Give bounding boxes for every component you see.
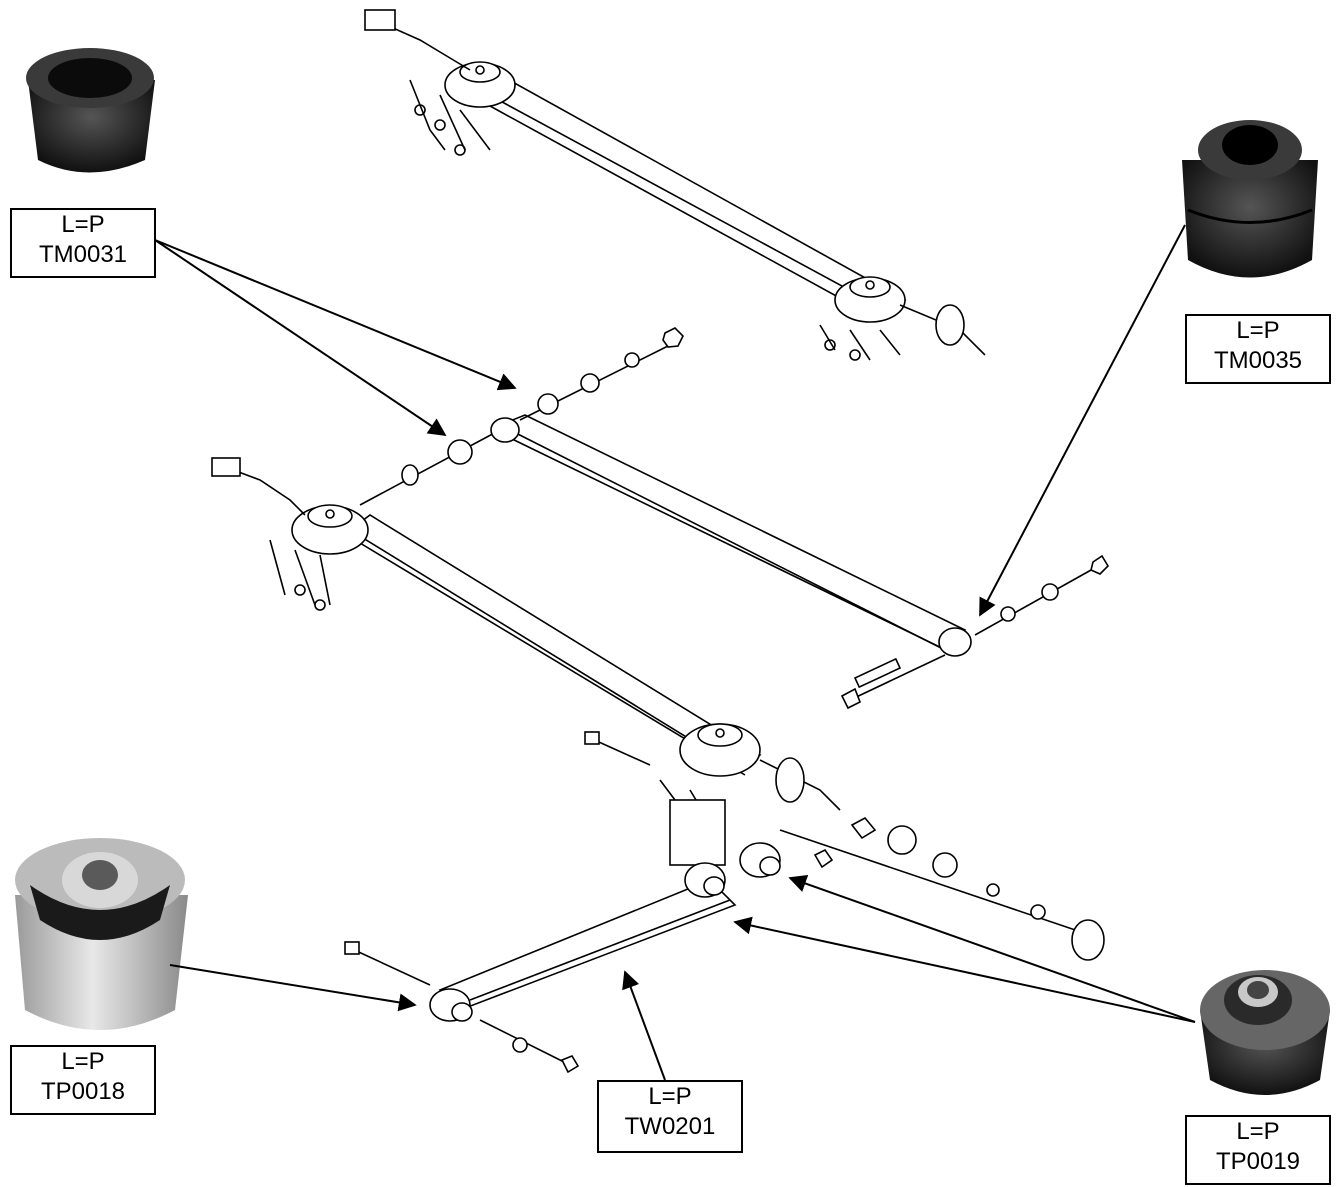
label-tp0019: L=P TP0019 (1185, 1115, 1331, 1185)
leader-tp0019-b (733, 916, 1196, 1023)
photo-tp0019 (1200, 970, 1330, 1095)
photo-tm0035 (1182, 120, 1318, 278)
label-tm0035-line1: L=P (1236, 317, 1280, 344)
label-tm0031-line1: L=P (61, 211, 105, 238)
leader-tm0035 (979, 224, 1186, 617)
label-tp0019-code: TP0019 (1215, 1148, 1301, 1175)
label-tm0035-code: TM0035 (1213, 347, 1303, 374)
label-tm0031: L=P TM0031 (10, 208, 156, 278)
label-tp0018: L=P TP0018 (10, 1045, 156, 1115)
label-tm0035: L=P TM0035 (1185, 314, 1331, 384)
photo-tm0031 (26, 48, 155, 173)
label-tp0018-code: TP0018 (40, 1078, 126, 1105)
label-tw0201: L=P TW0201 (597, 1080, 743, 1153)
label-tp0019-line1: L=P (1236, 1118, 1280, 1145)
leader-tp0018 (169, 964, 417, 1012)
label-tw0201-code: TW0201 (624, 1113, 716, 1140)
middle-axle-assembly (211, 327, 1110, 816)
upper-axle-assembly (364, 9, 986, 361)
label-tm0031-code: TM0031 (38, 241, 128, 268)
leader-lines (154, 224, 1196, 1081)
leader-tm0031-a (154, 239, 517, 391)
trailing-arm-assembly (344, 799, 1105, 1074)
leader-tw0201 (622, 970, 666, 1081)
label-tw0201-line1: L=P (648, 1083, 692, 1110)
label-tp0018-line1: L=P (61, 1048, 105, 1075)
leader-tp0019-a (788, 874, 1196, 1023)
leader-tm0031-b (154, 239, 447, 437)
photo-tp0018 (15, 838, 188, 1030)
